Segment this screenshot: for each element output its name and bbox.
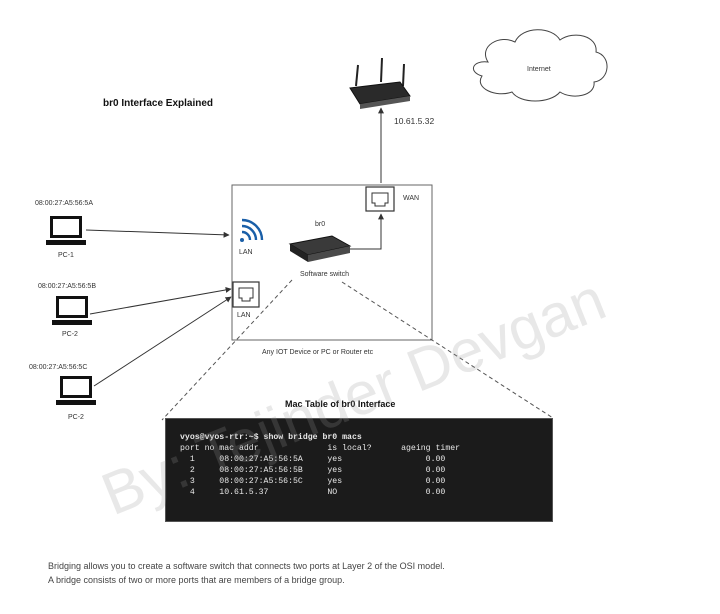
- pc-2-mac: 08:00:27:A5:56:5B: [38, 283, 96, 290]
- pc-1-mac: 08:00:27:A5:56:5A: [35, 200, 93, 207]
- pc-2-icon: [52, 296, 92, 325]
- zoom-line-left: [161, 279, 293, 421]
- table-row: 2 08:00:27:A5:56:5B yes 0.00: [180, 466, 446, 475]
- pc-3-mac: 08:00:27:A5:56:5C: [29, 364, 88, 371]
- switch-wan-line: [350, 213, 384, 250]
- pc2-link: [89, 286, 232, 315]
- pc-3-name: PC-2: [68, 414, 84, 421]
- table-row: 4 10.61.5.37 NO 0.00: [180, 488, 446, 497]
- device-box-caption: Any IOT Device or PC or Router etc: [262, 349, 374, 356]
- internet-label: Internet: [527, 66, 551, 73]
- wan-label: WAN: [403, 195, 420, 202]
- mac-table-title: Mac Table of br0 Interface: [285, 399, 396, 409]
- pc-1-name: PC-1: [58, 252, 74, 259]
- software-switch-icon: [288, 235, 352, 262]
- terminal-window: vyos@vyos-rtr:~$ show bridge br0 macs po…: [165, 418, 553, 522]
- caption-line-1: Bridging allows you to create a software…: [48, 561, 445, 571]
- router-icon: [349, 57, 411, 109]
- device-box: [231, 184, 433, 341]
- pc3-link: [93, 296, 232, 387]
- pc1-link: [85, 229, 230, 238]
- internet-cloud-icon: [473, 29, 608, 102]
- table-row: 3 08:00:27:A5:56:5C yes 0.00: [180, 477, 446, 486]
- wifi-icon: [240, 218, 264, 242]
- pc-1-icon: [46, 216, 86, 245]
- terminal-header: port no mac addr is local? ageing timer: [180, 444, 461, 453]
- bridge-name: br0: [315, 221, 326, 228]
- lan-port-icon: [232, 281, 260, 308]
- pc-3-icon: [56, 376, 96, 405]
- terminal-prompt: vyos@vyos-rtr:~$ show bridge br0 macs: [180, 433, 362, 442]
- lan-eth-label: LAN: [237, 312, 251, 319]
- switch-label: Software switch: [300, 271, 350, 278]
- router-ip: 10.61.5.32: [394, 116, 435, 126]
- caption-line-2: A bridge consists of two or more ports t…: [48, 575, 345, 585]
- pc-2-name: PC-2: [62, 331, 78, 338]
- diagram-title: br0 Interface Explained: [103, 98, 214, 109]
- wan-port-icon: [365, 186, 395, 212]
- zoom-line-right: [341, 281, 554, 419]
- lan-wifi-label: LAN: [239, 249, 253, 256]
- table-row: 1 08:00:27:A5:56:5A yes 0.00: [180, 455, 446, 464]
